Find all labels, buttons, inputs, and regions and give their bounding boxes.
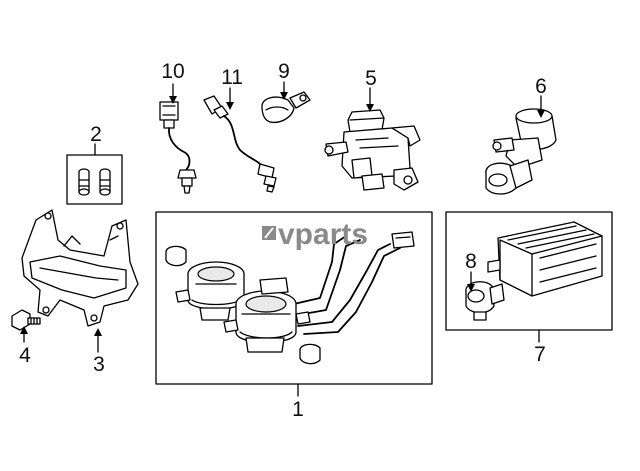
watermark-text: vparts	[278, 218, 368, 251]
part-9-connector	[261, 91, 311, 124]
watermark: vparts	[262, 218, 368, 251]
callout-6: 6	[535, 75, 547, 98]
part-4-bolt	[11, 309, 41, 331]
part-7-canister	[487, 221, 603, 297]
part-5-air-switching-valve	[324, 109, 421, 191]
damper-left	[78, 168, 90, 196]
part-6-air-injection-valve	[485, 108, 557, 195]
callout-10: 10	[161, 60, 184, 83]
callout-11: 11	[221, 66, 243, 89]
callout-3: 3	[93, 353, 105, 376]
part-11-oxygen-sensor	[203, 95, 277, 193]
part-7-group-box	[445, 211, 613, 331]
callout-9: 9	[278, 60, 290, 83]
part-1-air-pump-assembly	[165, 231, 415, 365]
callout-leaders	[20, 81, 545, 397]
part-3-mounting-bracket	[21, 209, 139, 327]
callout-labels: 10 11 9 5 6 2 3 4 1 7 8	[19, 60, 547, 421]
part-10-oxygen-sensor	[159, 101, 197, 194]
callout-2: 2	[90, 123, 102, 146]
callout-7: 7	[534, 343, 546, 366]
callout-5: 5	[365, 67, 377, 90]
callout-1: 1	[292, 398, 304, 421]
part-2-damper-set	[66, 154, 123, 205]
part-1-group-box	[155, 211, 433, 385]
callout-8: 8	[465, 250, 477, 273]
damper-right	[99, 168, 111, 196]
callout-4: 4	[19, 344, 31, 367]
